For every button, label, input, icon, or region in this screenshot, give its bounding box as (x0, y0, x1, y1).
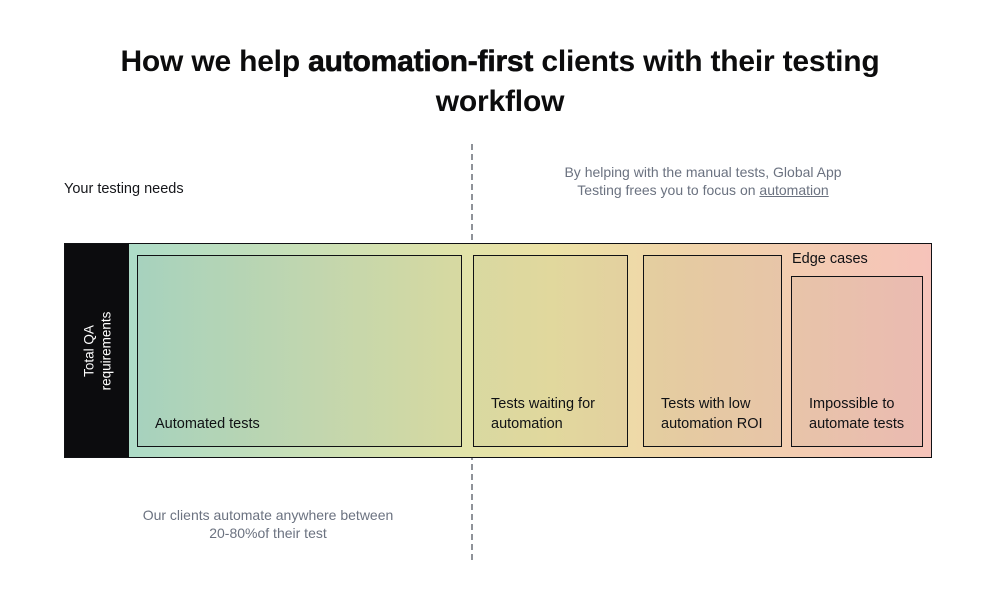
axis-label-line1: Total QA (81, 324, 97, 377)
segment-impossible-to-automate: Impossible to automate tests (791, 276, 923, 447)
segment-label: Automated tests (155, 416, 260, 432)
segment-automated-tests: Automated tests (137, 255, 462, 447)
edge-cases-label: Edge cases (792, 251, 868, 267)
title-suffix: clients with their testing workflow (435, 45, 880, 118)
automation-link[interactable]: automation (759, 181, 829, 198)
title-prefix: How we help (120, 45, 309, 78)
bottom-note-line2: 20-80%of their test (209, 524, 327, 541)
segment-label: Tests waiting for automation (491, 396, 595, 432)
segment-label: Tests with low automation ROI (661, 396, 763, 432)
qa-bar: Total QA requirements Automated tests Te… (64, 243, 932, 458)
axis-label-line2: requirements (98, 311, 114, 390)
right-note-line1: By helping with the manual tests, Global… (564, 164, 842, 180)
title-emphasis: automation-first (308, 45, 534, 79)
total-qa-axis-label: Total QA requirements (80, 311, 114, 390)
total-qa-axis: Total QA requirements (65, 244, 129, 457)
page-title: How we help automation-first clients wit… (60, 42, 940, 122)
bottom-note-line1: Our clients automate anywhere between (142, 507, 394, 523)
segment-tests-waiting-for-automation: Tests waiting for automation (473, 255, 628, 447)
left-note: Your testing needs (64, 181, 184, 197)
bottom-note: Our clients automate anywhere between 20… (100, 507, 436, 542)
segment-label: Impossible to automate tests (809, 396, 905, 432)
right-note: By helping with the manual tests, Global… (520, 164, 886, 199)
segment-tests-low-automation-roi: Tests with low automation ROI (643, 255, 782, 447)
right-note-line2: Testing frees you to focus on (577, 181, 760, 198)
